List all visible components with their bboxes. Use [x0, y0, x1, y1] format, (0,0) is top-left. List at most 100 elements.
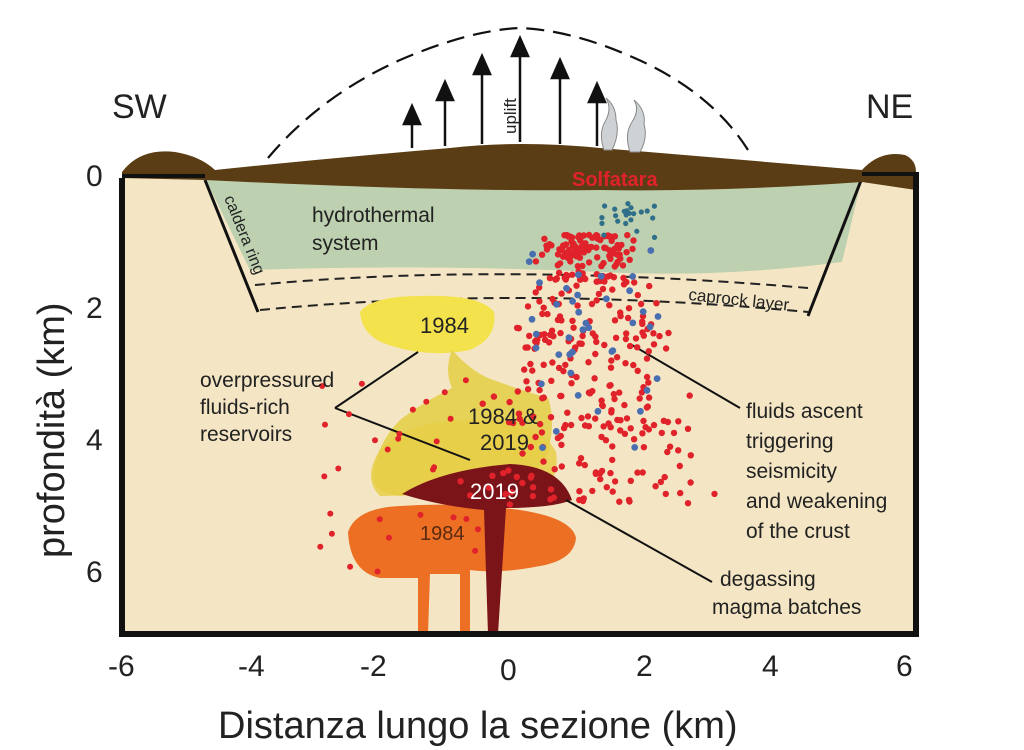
seismic-event-dot [662, 345, 670, 352]
seismic-event-dot [585, 246, 592, 253]
svg-text:overpressured: overpressured [200, 369, 334, 392]
seismic-event-dot [609, 443, 616, 450]
seismic-event-dot [524, 344, 531, 351]
seismic-event-dot [556, 313, 564, 320]
seismic-event-dot [645, 379, 652, 386]
seismic-event-dot [569, 271, 576, 278]
seismic-event-dot [662, 490, 669, 498]
seismic-event-dot [637, 300, 645, 308]
seismic-event-dot [636, 395, 643, 402]
seismic-event-dot [634, 291, 641, 299]
seismic-event-dot [570, 240, 577, 247]
seismic-event-dot [593, 278, 600, 285]
seismic-event-dot [550, 333, 557, 340]
y-tick: 0 [86, 160, 103, 193]
seismic-event-dot [585, 359, 592, 366]
seismic-event-dot [386, 534, 392, 541]
seismic-event-dot [638, 389, 646, 396]
x-tick: -6 [108, 650, 135, 683]
reservoir-1984-2019-label-1: 1984 & [468, 404, 538, 429]
seismic-event-dot [576, 254, 584, 261]
seismic-event-dot [515, 410, 523, 417]
seismic-event-dot [606, 252, 613, 260]
seismic-event-dot [562, 421, 569, 429]
fluid-dot [565, 334, 573, 342]
reservoir-1984-label: 1984 [420, 313, 469, 338]
seismic-event-dot [621, 430, 629, 437]
hydrothermal-label-2: system [312, 232, 379, 255]
fluid-dot [566, 351, 574, 358]
seismic-event-dot [519, 479, 526, 487]
seismic-event-dot [645, 394, 653, 401]
y-tick: 2 [86, 292, 103, 325]
seismic-event-dot [467, 492, 474, 499]
seismic-event-dot [573, 373, 580, 381]
fluid-bubble-dot [599, 220, 605, 226]
seismic-event-dot [513, 324, 521, 332]
fluid-bubble-dot [599, 215, 605, 221]
seismic-event-dot [540, 361, 547, 368]
seismic-event-dot [611, 263, 618, 270]
seismic-event-dot [317, 543, 324, 550]
seismic-event-dot [610, 390, 617, 398]
seismic-event-dot [620, 274, 627, 282]
seismic-event-dot [577, 455, 585, 462]
seismic-event-dot [540, 304, 547, 311]
fluid-dot [563, 284, 570, 292]
seismic-event-dot [606, 382, 613, 389]
reservoir-1984-upper [360, 295, 495, 354]
seismic-event-dot [579, 332, 586, 340]
fluid-dot [536, 279, 543, 287]
degassing-pointer [565, 499, 713, 583]
uplift-arrows [402, 34, 607, 148]
seismic-event-dot [558, 246, 565, 254]
seismic-event-dot [554, 262, 561, 269]
seismic-event-dot [585, 259, 593, 266]
seismic-event-dot [536, 298, 543, 305]
ground-surface [122, 144, 916, 191]
magma-1984-label: 1984 [420, 523, 465, 545]
seismic-event-dot [544, 310, 551, 318]
x-tick: 4 [762, 650, 779, 683]
seismic-event-dot [508, 489, 515, 496]
seismic-event-dot [558, 463, 565, 470]
seismic-event-dot [595, 290, 603, 298]
seismic-event-dot [568, 380, 575, 387]
svg-text:of the crust: of the crust [746, 520, 850, 543]
overpressured-pointer-1 [334, 351, 419, 409]
seismic-event-dot [660, 417, 667, 424]
svg-text:seismicity: seismicity [746, 460, 838, 483]
seismic-event-dot [640, 332, 647, 339]
seismic-event-dot [514, 388, 521, 395]
seismic-event-dot [599, 401, 606, 409]
fluid-dot [552, 428, 560, 435]
seismic-event-dot [650, 421, 658, 429]
seismic-event-dot [500, 469, 507, 477]
seismic-event-dot [634, 344, 641, 351]
seismic-event-dot [554, 434, 562, 442]
seismic-event-dot [506, 501, 514, 508]
seismic-event-dot [643, 355, 651, 362]
fluid-bubble-dot [628, 205, 634, 211]
seismic-event-dot [657, 478, 665, 486]
seismic-event-dot [580, 495, 587, 502]
seismic-event-dot [609, 286, 616, 293]
fluid-dot [629, 273, 637, 280]
seismic-event-dot [593, 244, 600, 251]
seismic-event-dot [630, 361, 637, 369]
seismic-event-dot [596, 470, 604, 477]
y-axis-ticks: 0 2 4 6 [86, 160, 103, 589]
seismic-event-dot [472, 547, 479, 554]
seismic-event-dot [585, 231, 593, 239]
seismic-event-dot [530, 413, 537, 420]
seismic-event-dot [711, 490, 718, 498]
seismic-event-dot [593, 338, 600, 346]
caprock-upper-line [254, 273, 809, 289]
seismic-event-dot [608, 233, 615, 241]
seismic-event-dot [656, 332, 663, 340]
seismic-event-dot [584, 413, 592, 420]
fluid-bubble-dot [615, 218, 621, 224]
seismic-event-dot [607, 469, 614, 477]
seismic-event-dot [639, 320, 646, 328]
fluid-dot [637, 407, 644, 415]
